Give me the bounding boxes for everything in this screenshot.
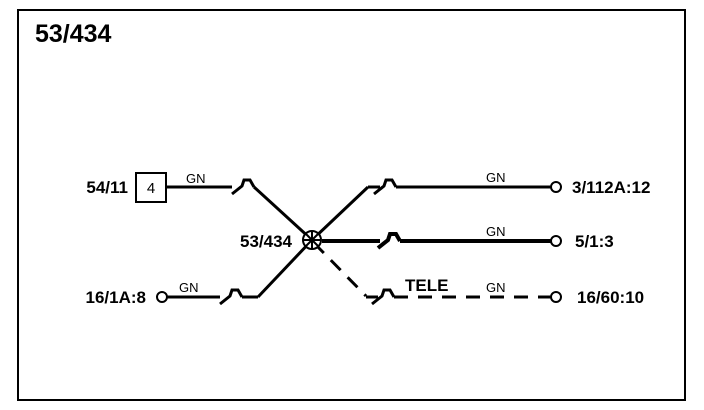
splice-label: 53/434 xyxy=(240,232,293,251)
diagram-title: 53/434 xyxy=(35,20,112,48)
terminal-right-bottom-label: 16/60:10 xyxy=(577,288,644,307)
diagram-frame xyxy=(17,9,686,401)
wire-color-left-top: GN xyxy=(186,171,206,186)
wire-right-middle xyxy=(322,232,551,250)
wire-left-bottom xyxy=(167,238,314,306)
option-label-tele: TELE xyxy=(405,276,448,295)
connector-box xyxy=(135,172,167,203)
wire-color-right-bottom: GN xyxy=(486,280,506,295)
wire-color-right-top: GN xyxy=(486,170,506,185)
terminal-right-middle-label: 5/1:3 xyxy=(575,232,614,251)
terminal-left-top-label: 54/11 xyxy=(86,178,128,197)
terminal-left-bottom-label: 16/1A:8 xyxy=(86,288,146,307)
terminal-left-bottom-icon xyxy=(156,291,168,303)
terminal-right-middle-icon xyxy=(550,235,562,247)
terminal-right-top-label: 3/112A:12 xyxy=(572,178,650,197)
wire-left-top xyxy=(167,178,314,242)
terminal-right-bottom-icon xyxy=(550,291,562,303)
terminal-right-top-icon xyxy=(550,181,562,193)
wire-right-bottom xyxy=(312,241,551,306)
connector-box-label: 4 xyxy=(147,180,155,197)
splice-icon xyxy=(302,230,322,250)
wire-color-left-bottom: GN xyxy=(179,280,199,295)
wire-color-right-middle: GN xyxy=(486,224,506,239)
wire-right-top xyxy=(310,178,552,242)
